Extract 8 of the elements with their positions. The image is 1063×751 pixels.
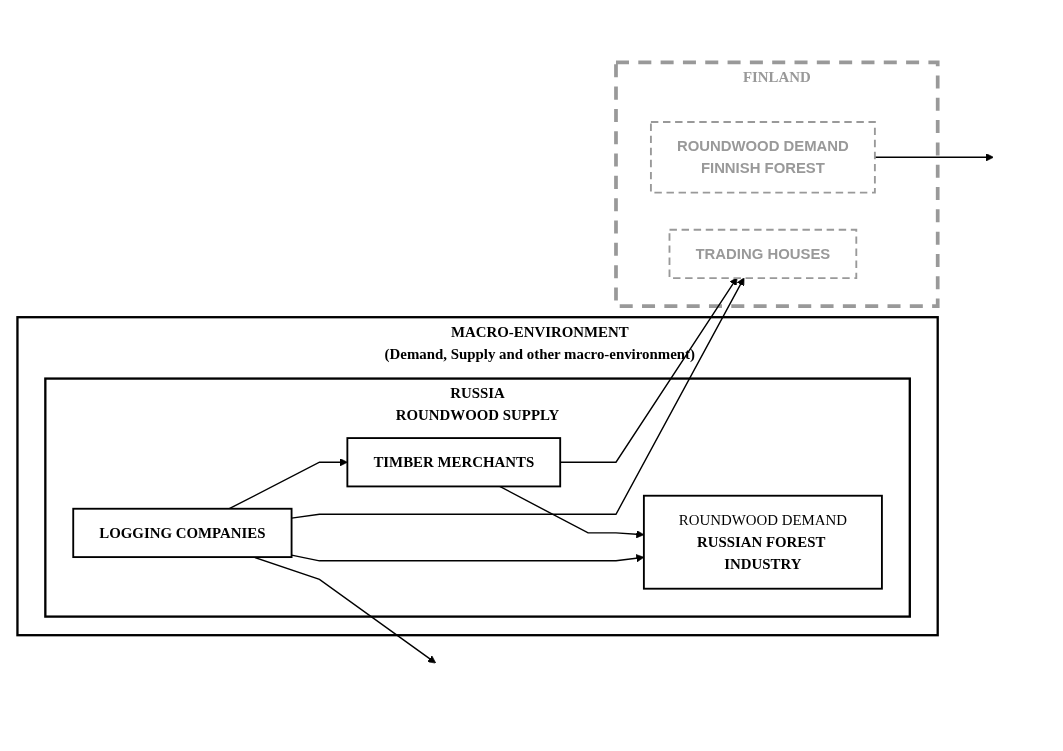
arrow: [253, 556, 437, 664]
node-box: ROUNDWOOD DEMAND RUSSIAN FOREST INDUSTRY: [642, 494, 883, 590]
node-box: ROUNDWOOD DEMAND FINNISH FOREST: [650, 120, 876, 194]
arrow: [228, 457, 348, 510]
node-box: TIMBER MERCHANTS: [346, 436, 562, 488]
node-box: LOGGING COMPANIES: [72, 507, 293, 558]
node-box: TRADING HOUSES: [668, 228, 858, 279]
arrow: [874, 152, 994, 162]
